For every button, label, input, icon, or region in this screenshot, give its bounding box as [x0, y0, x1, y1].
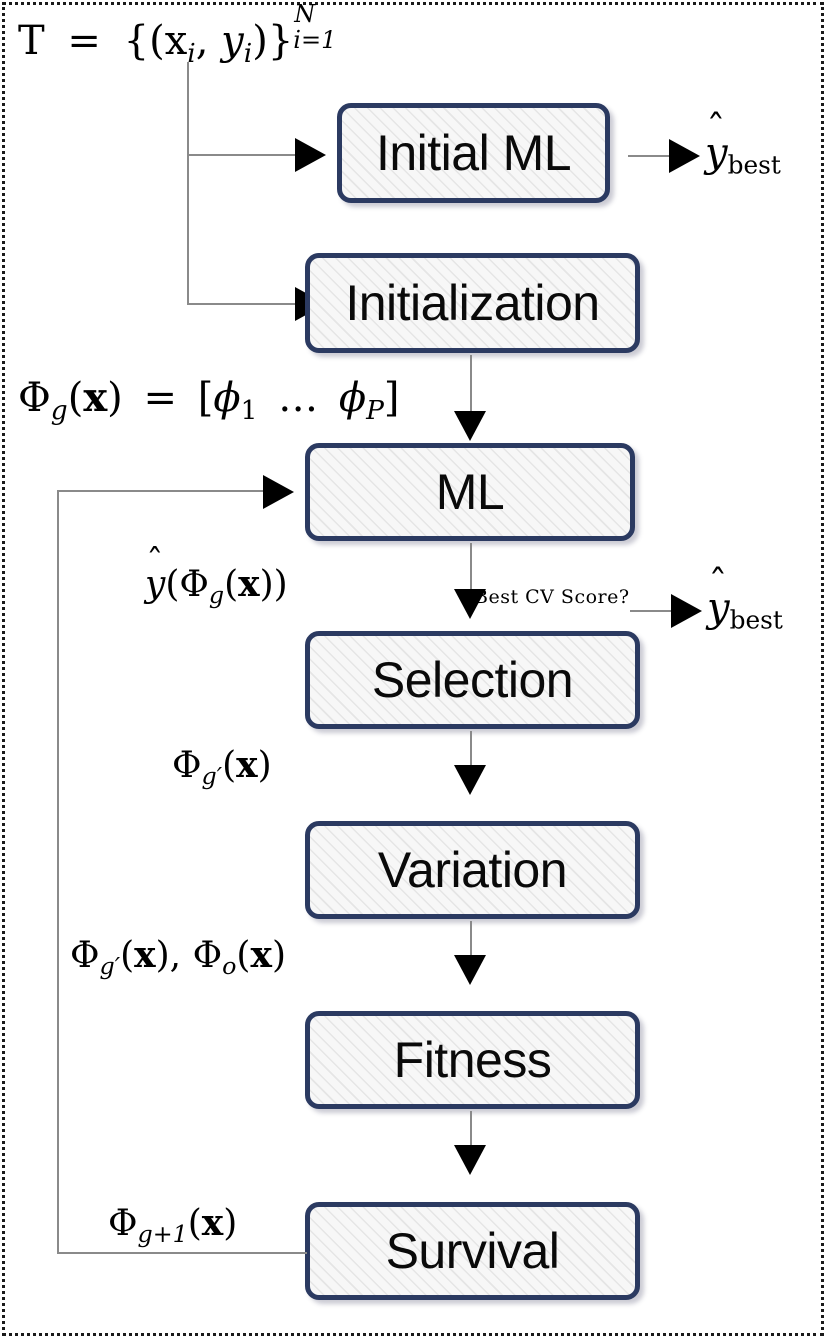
node-selection[interactable]: Selection — [305, 631, 640, 729]
connector-survival-loop-left — [57, 490, 59, 1254]
node-fitness[interactable]: Fitness — [305, 1011, 640, 1109]
connector-survival-loop-to-ml — [57, 490, 265, 492]
node-initialization[interactable]: Initialization — [305, 253, 640, 353]
label-best-cv-score: Best CV Score? — [474, 586, 630, 608]
node-fitness-label: Fitness — [393, 1032, 552, 1088]
arrowhead-fitness-to-survival — [454, 1145, 486, 1175]
node-ml-label: ML — [435, 464, 505, 520]
node-variation[interactable]: Variation — [305, 821, 640, 919]
connector-initialization-to-ml — [470, 355, 472, 417]
label-y-best-top: ybest — [705, 133, 781, 178]
node-survival-label: Survival — [385, 1223, 560, 1279]
arrowhead-to-ybest-top — [669, 139, 700, 173]
label-phi-g: Φg(x) = [ϕ1 … ϕP] — [18, 374, 400, 426]
node-initialization-label: Initialization — [345, 275, 600, 331]
arrowhead-initialization-to-ml — [454, 411, 486, 441]
arrowhead-to-initial-ml — [295, 138, 326, 172]
arrowhead-loop-to-ml — [263, 475, 294, 509]
node-initial-ml-label: Initial ML — [375, 125, 572, 181]
connector-initial-ml-to-ybest — [628, 155, 673, 157]
node-variation-label: Variation — [377, 842, 568, 898]
label-phi-gprime: Φg′(x) — [172, 744, 272, 791]
label-phi-gprime-phi-o: Φg′(x), Φo(x) — [70, 934, 286, 981]
node-ml[interactable]: ML — [305, 443, 635, 541]
connector-ml-to-selection — [470, 543, 472, 595]
connector-dataset-to-initialization — [187, 303, 297, 305]
connector-dataset-trunk — [187, 62, 189, 305]
connector-dataset-to-initial-ml — [187, 154, 297, 156]
arrowhead-variation-to-fitness — [454, 955, 486, 985]
node-survival[interactable]: Survival — [305, 1202, 640, 1300]
node-selection-label: Selection — [371, 652, 574, 708]
label-dataset: T = {(xi, yi)} N i=1 — [18, 0, 337, 69]
connector-ml-to-ybest-mid — [630, 610, 675, 612]
connector-survival-loop-bottom — [57, 1252, 307, 1254]
arrowhead-to-ybest-mid — [671, 594, 702, 628]
node-initial-ml[interactable]: Initial ML — [337, 103, 610, 203]
connector-selection-to-variation — [470, 731, 472, 771]
connector-variation-to-fitness — [470, 921, 472, 961]
arrowhead-ml-to-selection — [454, 589, 486, 619]
label-y-best-mid: ybest — [707, 588, 783, 633]
label-phi-g-plus-1: Φg+1(x) — [108, 1202, 238, 1249]
label-yhat-phi-g: y(Φg(x)) — [145, 566, 288, 608]
connector-fitness-to-survival — [470, 1111, 472, 1151]
arrowhead-selection-to-variation — [454, 765, 486, 795]
